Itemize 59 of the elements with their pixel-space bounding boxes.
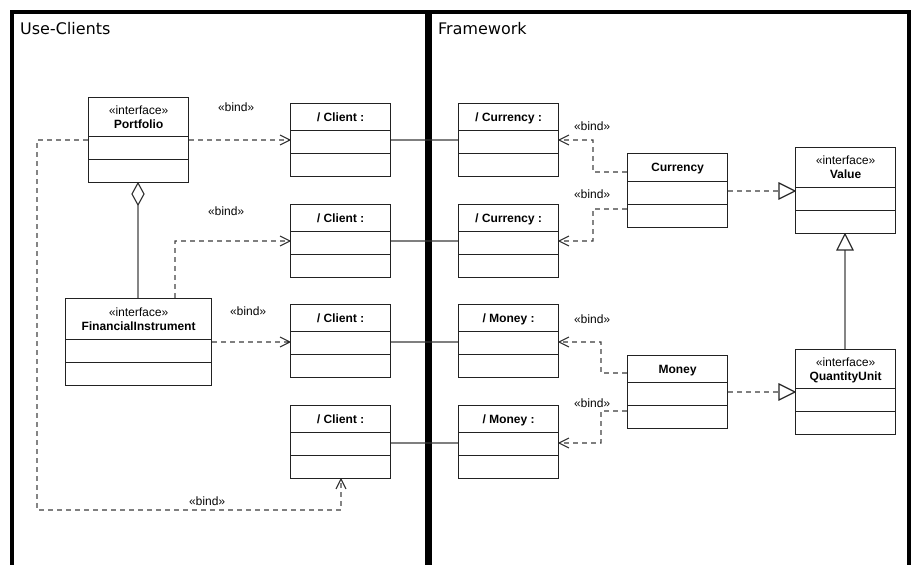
interface-box <box>65 298 212 386</box>
interface-box <box>795 147 896 234</box>
class-name: Currency <box>651 160 704 175</box>
class-name: / Currency : <box>475 210 542 226</box>
class-box <box>458 304 559 378</box>
arrow <box>558 134 627 173</box>
edge-label: «bind» <box>573 396 612 410</box>
stereotype-text: «interface» <box>816 354 876 368</box>
package-title: Use-Clients <box>20 19 110 38</box>
class-name: Portfolio <box>114 116 164 132</box>
class-box <box>627 153 728 228</box>
arrow <box>836 233 854 349</box>
connector-line <box>391 240 458 242</box>
edge-label: «bind» <box>229 304 268 318</box>
class-box <box>627 355 728 429</box>
arrow <box>558 410 627 449</box>
edge-label: «bind» <box>573 312 612 326</box>
arrow <box>174 235 291 298</box>
package-frame <box>10 10 429 565</box>
class-box <box>458 103 559 177</box>
class-box <box>290 405 391 479</box>
arrow <box>558 336 627 374</box>
stereotype-text: «interface» <box>816 153 876 167</box>
edge-label: «bind» <box>217 100 256 114</box>
stereotype-text: «interface» <box>108 102 168 116</box>
arrow <box>36 139 347 511</box>
connector-line <box>391 442 458 444</box>
arrow <box>728 182 796 200</box>
class-name: Money <box>658 362 696 376</box>
class-name: / Client : <box>316 310 364 326</box>
class-box <box>290 103 391 177</box>
edge-label: «bind» <box>573 187 612 201</box>
interface-box <box>795 349 896 435</box>
edge-label: «bind» <box>188 494 226 508</box>
arrow <box>728 383 796 401</box>
stereotype-text: «interface» <box>108 304 168 318</box>
class-box <box>458 405 559 479</box>
interface-box <box>88 97 189 183</box>
class-name: QuantityUnit <box>810 368 882 384</box>
class-box <box>290 304 391 378</box>
arrow <box>212 336 291 348</box>
package-title: Framework <box>438 19 527 38</box>
class-name: / Client : <box>316 110 364 124</box>
class-name: / Currency : <box>475 110 542 124</box>
connector-line <box>391 341 458 343</box>
class-name: FinancialInstrument <box>81 318 196 334</box>
class-box <box>458 204 559 278</box>
class-name: / Client : <box>316 412 364 426</box>
class-box <box>290 204 391 278</box>
package-frame <box>428 10 911 565</box>
class-name: Value <box>830 167 862 182</box>
edge-label: «bind» <box>207 204 246 218</box>
class-name: / Client : <box>316 210 364 226</box>
arrow <box>558 208 627 247</box>
connector-line <box>391 139 458 141</box>
arrow <box>189 134 291 146</box>
class-name: / Money : <box>482 310 534 326</box>
edge-label: «bind» <box>573 119 612 133</box>
class-name: / Money : <box>482 412 534 426</box>
